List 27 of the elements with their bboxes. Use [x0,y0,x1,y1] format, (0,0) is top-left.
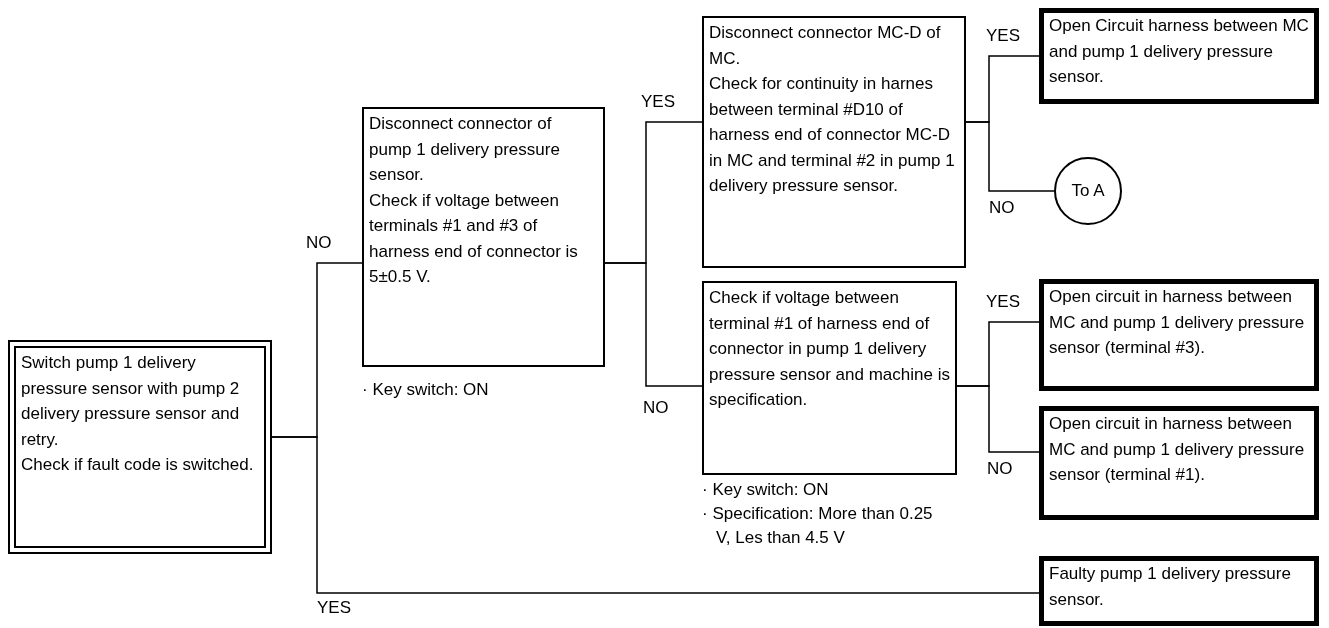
condition-note: · Specification: More than 0.25 V, Les than 4.5 V [702,503,934,549]
node-text: Faulty pump 1 delivery pressure sensor. [1049,563,1292,611]
node-text: Disconnect connector of pump 1 delivery pressure sensor. [369,113,561,186]
node-text: Check if voltage between terminals #1 and #3 of harness end of connector is 5±0.5 V. [369,189,579,288]
check-box [702,281,957,475]
connector-line [965,121,1055,192]
connector-line [604,262,703,387]
check-box [702,16,966,268]
node-text: Check for continuity in harnes between terminal #D10 of harness end of connector MC-D in MC and terminal #2 in pump 1 delivery pressure sensor. [709,73,956,197]
node-text: Open circuit in harness between MC and pump 1 delivery pressure sensor (terminal #1). [1049,413,1306,486]
node-text: Disconnect connector MC-D of MC. [709,22,942,70]
node-text: To A [1071,180,1105,203]
node-text: Switch pump 1 delivery pressure sensor with pump 2 delivery pressure sensor and retry. [21,352,241,451]
node-text: Open circuit in harness between MC and pump 1 delivery pressure sensor (terminal #3). [1049,286,1306,359]
connector-line [956,385,1040,453]
start-box [8,340,272,554]
condition-note: · Key switch: ON [362,379,490,401]
result-box [1039,279,1319,391]
check-box [362,107,605,367]
connector-line [271,436,1040,594]
node-text: Check if fault code is switched. [21,454,255,476]
result-box [1039,556,1319,626]
node-text: Open Circuit harness between MC and pump 1 delivery pressure sensor. [1049,15,1309,88]
condition-note: · Key switch: ON [702,479,830,501]
result-box [1039,406,1319,520]
result-box [1039,8,1319,104]
node-text: Check if voltage between terminal #1 of harness end of connector in pump 1 delivery pressure sensor and machine is specification. [709,287,950,411]
